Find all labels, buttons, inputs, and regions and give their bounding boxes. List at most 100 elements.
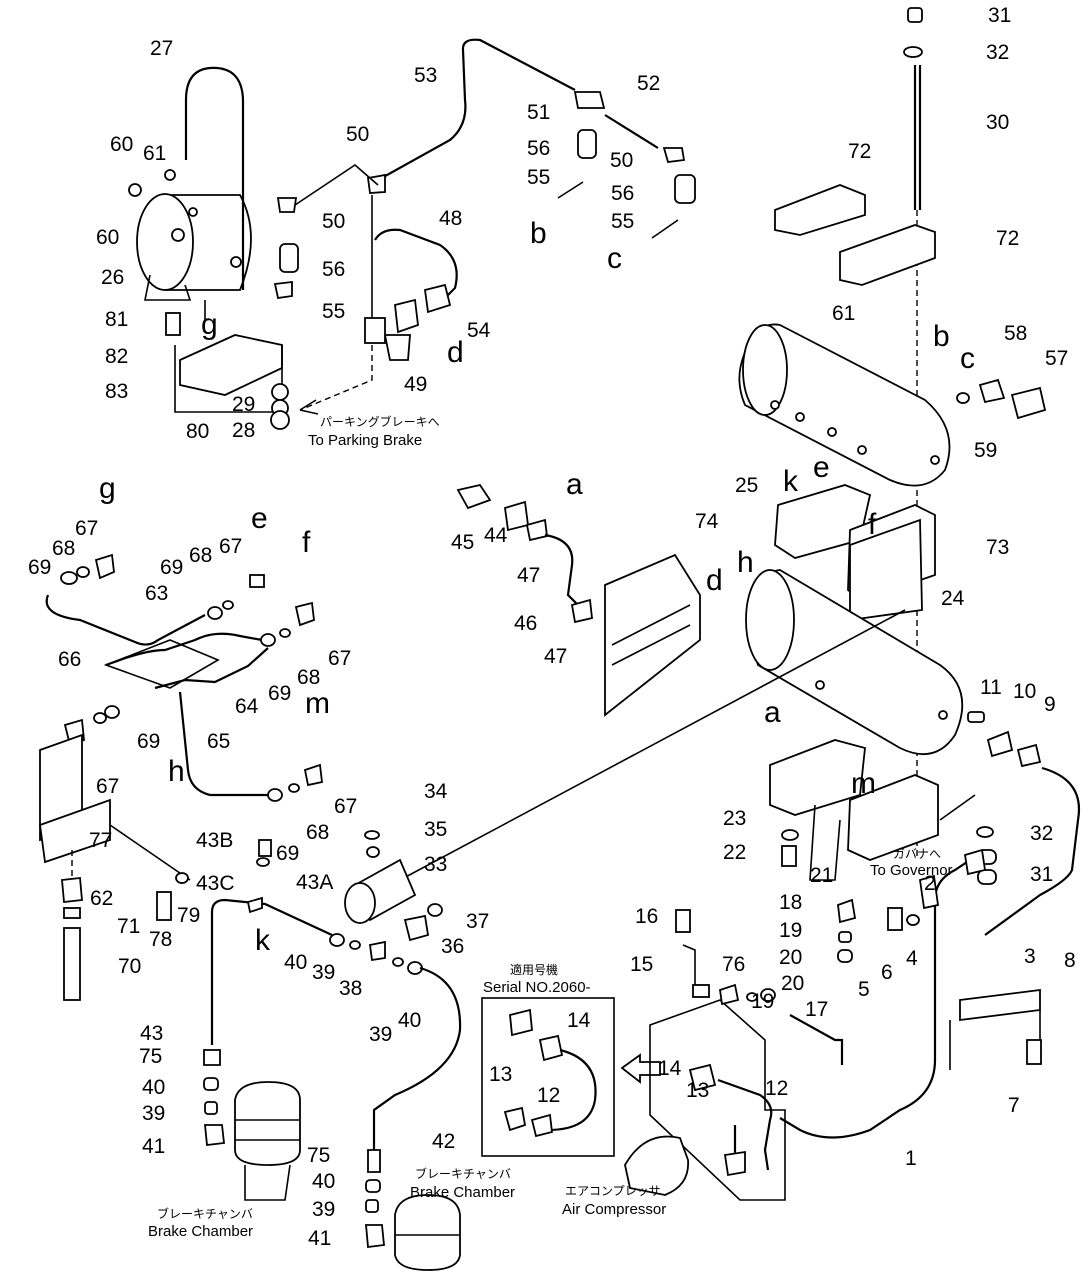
label-41a: 41 [142,1135,165,1158]
hose-27 [184,66,245,290]
note-brake-chamber-en: Brake Chamber [410,1184,515,1201]
ref-g-1: g [99,472,116,505]
note-governor-en: To Governor [870,862,953,879]
air-compressor [624,1135,689,1196]
label-60a: 60 [110,133,133,156]
label-67b: 67 [219,535,242,558]
ref-e-1: e [251,502,268,535]
ref-f-1: f [302,526,311,559]
label-80: 80 [186,420,209,443]
note-brake-chamber-left-en: Brake Chamber [148,1223,253,1240]
label-25: 25 [735,474,758,497]
hose-8 [984,766,1081,936]
ref-c-2: c [960,342,975,375]
ref-a-2: a [764,696,781,729]
label-43C: 43C [196,872,235,895]
pipe-1 [779,859,971,1139]
ref-m-1: m [305,687,330,720]
ref-a-1: a [566,468,583,501]
label-5: 5 [858,978,870,1001]
label-62: 62 [90,887,113,910]
ref-d-1: d [447,336,464,369]
label-47b: 47 [544,645,567,668]
note-air-compressor-en: Air Compressor [562,1201,666,1218]
label-2: 2 [924,872,936,895]
label-57: 57 [1045,347,1068,370]
label-66: 66 [58,648,81,671]
label-1: 1 [905,1147,917,1170]
label-67d: 67 [96,775,119,798]
label-79: 79 [177,904,200,927]
label-10: 10 [1013,680,1036,703]
label-40b: 40 [398,1009,421,1032]
label-75b: 75 [307,1144,330,1167]
label-50a: 50 [346,123,369,146]
ref-g-2: g [201,308,218,341]
label-73: 73 [986,536,1009,559]
label-61b: 61 [832,302,855,325]
label-29: 29 [232,393,255,416]
label-50c: 50 [610,149,633,172]
label-42: 42 [432,1130,455,1153]
label-9: 9 [1044,693,1056,716]
label-70: 70 [118,955,141,978]
pipe-43 [210,898,333,1045]
ref-m-2: m [851,767,876,800]
label-12-inset: 12 [537,1084,560,1107]
label-55c: 55 [322,300,345,323]
label-65: 65 [207,730,230,753]
label-69a: 69 [28,556,51,579]
label-31b: 31 [1030,863,1053,886]
label-21: 21 [810,864,833,887]
label-39c: 39 [142,1102,165,1125]
ref-k-1: k [255,924,271,957]
notes: パーキングブレーキへ To Parking Brake ガバナへ To Gove… [148,414,953,1240]
label-3: 3 [1024,945,1036,968]
label-74: 74 [695,510,719,533]
label-68d: 68 [306,821,329,844]
label-68b: 68 [189,544,212,567]
ref-c-1: c [607,242,622,275]
label-31: 31 [988,4,1011,27]
label-83: 83 [105,380,128,403]
ref-e-2: e [813,451,830,484]
label-34: 34 [424,780,448,803]
drawing-lines [39,7,1081,1271]
note-brake-chamber-jp: ブレーキチャンバ [415,1166,511,1181]
label-39b: 39 [369,1023,392,1046]
label-8: 8 [1064,949,1076,972]
label-63: 63 [145,582,168,605]
label-37: 37 [466,910,489,933]
label-72a: 72 [848,140,871,163]
label-14: 14 [658,1057,682,1080]
label-43A: 43A [296,871,333,894]
label-78: 78 [149,928,172,951]
ref-f-2: f [868,508,877,541]
label-60b: 60 [96,226,119,249]
label-26: 26 [101,266,124,289]
label-11: 11 [980,676,1002,699]
label-56c: 56 [322,258,345,281]
label-45: 45 [451,531,474,554]
label-33: 33 [424,853,447,876]
label-51: 51 [527,101,550,124]
label-40c: 40 [142,1076,165,1099]
note-governor-jp: ガバナへ [893,847,941,861]
label-54: 54 [467,319,491,342]
ref-h-1: h [168,755,185,788]
label-4: 4 [906,947,918,970]
label-69e: 69 [276,842,299,865]
label-28: 28 [232,419,255,442]
label-20b: 20 [781,972,804,995]
label-69d: 69 [137,730,160,753]
label-58: 58 [1004,322,1027,345]
label-68a: 68 [52,537,75,560]
label-16: 16 [635,905,658,928]
note-brake-chamber-left-jp: ブレーキチャンバ [157,1206,253,1221]
label-67e: 67 [334,795,357,818]
label-64: 64 [235,695,259,718]
note-parking-brake-en: To Parking Brake [308,432,422,449]
label-50b: 50 [322,210,345,233]
label-43: 43 [140,1022,163,1045]
label-43B: 43B [196,829,233,852]
